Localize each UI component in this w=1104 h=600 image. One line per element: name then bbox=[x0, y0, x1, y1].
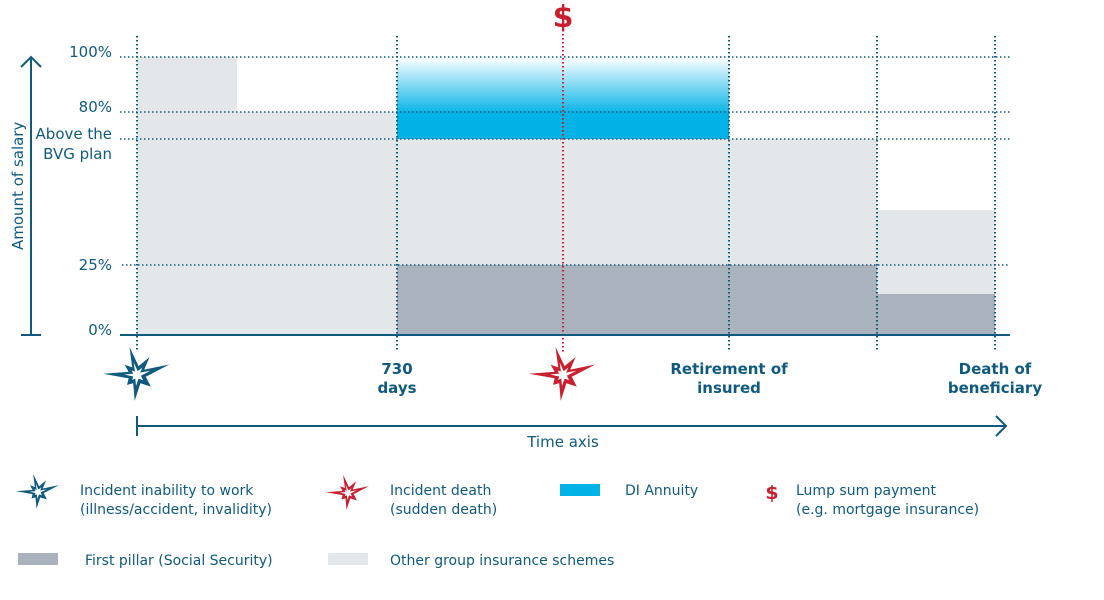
bvg-label-line1: Above the bbox=[36, 125, 112, 143]
legend-dollar-icon: $ bbox=[765, 482, 778, 504]
other-group-area-mid bbox=[397, 139, 877, 265]
marker-retirement-line2: insured bbox=[697, 379, 761, 397]
starburst-inner bbox=[124, 362, 151, 386]
other-group-area-initial bbox=[137, 57, 237, 335]
legend-navy-starburst-icon bbox=[15, 473, 59, 509]
starburst-inner bbox=[339, 484, 357, 501]
tick-0: 0% bbox=[88, 321, 112, 339]
navy-starburst-icon bbox=[103, 347, 170, 401]
legend-red-starburst-icon bbox=[325, 474, 369, 510]
marker-730-line2: days bbox=[377, 379, 416, 397]
legend-first-pillar-swatch bbox=[18, 553, 58, 565]
legend-di-annuity-swatch bbox=[560, 484, 600, 496]
legend-di-annuity-label: DI Annuity bbox=[625, 483, 698, 499]
legend-incident-death-line2: (sudden death) bbox=[390, 502, 497, 518]
starburst-inner bbox=[29, 483, 47, 500]
coverage-areas bbox=[137, 57, 995, 335]
first-pillar-area bbox=[397, 265, 877, 335]
marker-death-line2: beneficiary bbox=[948, 379, 1042, 397]
tick-80: 80% bbox=[79, 98, 112, 116]
tick-100: 100% bbox=[69, 43, 112, 61]
other-group-area-after-death bbox=[877, 210, 995, 294]
red-starburst-icon bbox=[529, 347, 596, 401]
legend-first-pillar-label: First pillar (Social Security) bbox=[85, 553, 273, 569]
y-axis-arrow bbox=[20, 55, 42, 336]
legend: Incident inability to work (illness/acci… bbox=[15, 473, 979, 569]
marker-retirement-line1: Retirement of bbox=[670, 360, 788, 378]
legend-other-group-label: Other group insurance schemes bbox=[390, 553, 614, 569]
tick-25: 25% bbox=[79, 256, 112, 274]
other-group-area-80 bbox=[237, 112, 397, 335]
marker-730-line1: 730 bbox=[381, 360, 412, 378]
lump-sum-dollar-icon: $ bbox=[553, 0, 574, 35]
legend-lump-sum-line1: Lump sum payment bbox=[796, 483, 937, 499]
legend-incident-inability-line2: (illness/accident, invalidity) bbox=[80, 502, 272, 518]
y-axis-title: Amount of salary bbox=[9, 122, 27, 250]
di-annuity-gradient-area bbox=[397, 57, 729, 112]
first-pillar-area-after-death bbox=[877, 294, 995, 335]
time-axis-arrow bbox=[136, 415, 1008, 437]
legend-incident-death-line1: Incident death bbox=[390, 483, 491, 499]
starburst-inner bbox=[550, 362, 577, 386]
legend-other-group-swatch bbox=[328, 553, 368, 565]
legend-lump-sum-line2: (e.g. mortgage insurance) bbox=[796, 502, 979, 518]
gridlines bbox=[120, 56, 1010, 266]
legend-incident-inability-line1: Incident inability to work bbox=[80, 483, 254, 499]
marker-death-line1: Death of bbox=[959, 360, 1032, 378]
time-axis-title: Time axis bbox=[526, 433, 599, 451]
bvg-label-line2: BVG plan bbox=[43, 145, 112, 163]
timeline-markers bbox=[136, 36, 996, 352]
